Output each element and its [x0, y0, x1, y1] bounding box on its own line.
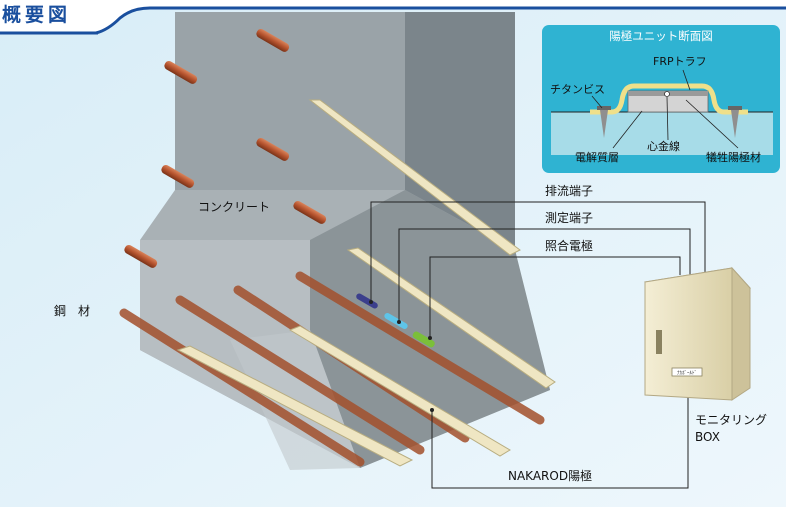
drain-terminal-label: 排流端子: [545, 184, 594, 198]
anode-trough: [346, 247, 556, 389]
sacrificial-anode-label: 犠牲陽極材: [706, 151, 761, 164]
rebar: [164, 60, 198, 84]
drain-terminal-marker: [356, 293, 378, 309]
titanium-screw-label: チタンビス: [550, 83, 605, 96]
page-title: 概要図: [2, 4, 72, 26]
box-nameplate-text: ﾅｶﾎﾞｰﾙﾄﾞ: [677, 370, 697, 377]
core-wire-label: 心金線: [647, 140, 680, 153]
core-wire-shape: [664, 91, 670, 97]
monitoring-box: ﾅｶﾎﾞｰﾙﾄﾞ: [644, 266, 752, 401]
reference-electrode-label: 照合電極: [545, 239, 594, 253]
rebar-long: [119, 308, 365, 467]
anode-trough: [176, 345, 414, 467]
header-curve: [95, 6, 786, 35]
box-label: BOX: [695, 430, 720, 444]
anode-trough: [308, 99, 521, 256]
inset-title: 陽極ユニット断面図: [609, 29, 713, 43]
nakarod-anode-label: NAKAROD陽極: [508, 469, 593, 483]
connection-dot: [430, 408, 434, 412]
inset-leader-lines: [591, 69, 739, 149]
rebar: [124, 245, 158, 268]
frp-trough-shape: [590, 83, 748, 115]
anode-troughs: [176, 99, 556, 467]
reference-electrode-marker: [412, 331, 435, 348]
electrolyte-layer-label: 電解質層: [575, 151, 619, 164]
measure-terminal-label: 測定端子: [545, 211, 594, 225]
rebar-long: [295, 271, 545, 425]
concrete-label: コンクリート: [198, 200, 271, 214]
rebar: [293, 201, 327, 224]
rebar-long: [175, 295, 425, 455]
connection-dot: [369, 300, 373, 304]
anode-trough: [288, 325, 511, 457]
rebar: [161, 165, 195, 188]
titanium-screw-right: [728, 106, 742, 138]
monitoring-label: モニタリング: [695, 413, 768, 427]
steel-label: 鋼 材: [54, 304, 91, 318]
inset-panel: [542, 25, 780, 173]
frp-trough-label: FRPトラフ: [653, 55, 707, 68]
box-handle: [656, 330, 662, 354]
box-nameplate: [671, 367, 703, 377]
wiring: [370, 201, 706, 489]
measure-terminal-marker: [384, 313, 408, 329]
connection-dot: [397, 320, 401, 324]
titanium-screw-left: [597, 106, 611, 138]
rebar: [256, 28, 290, 52]
connection-dot: [428, 336, 432, 340]
rebar: [256, 137, 290, 161]
